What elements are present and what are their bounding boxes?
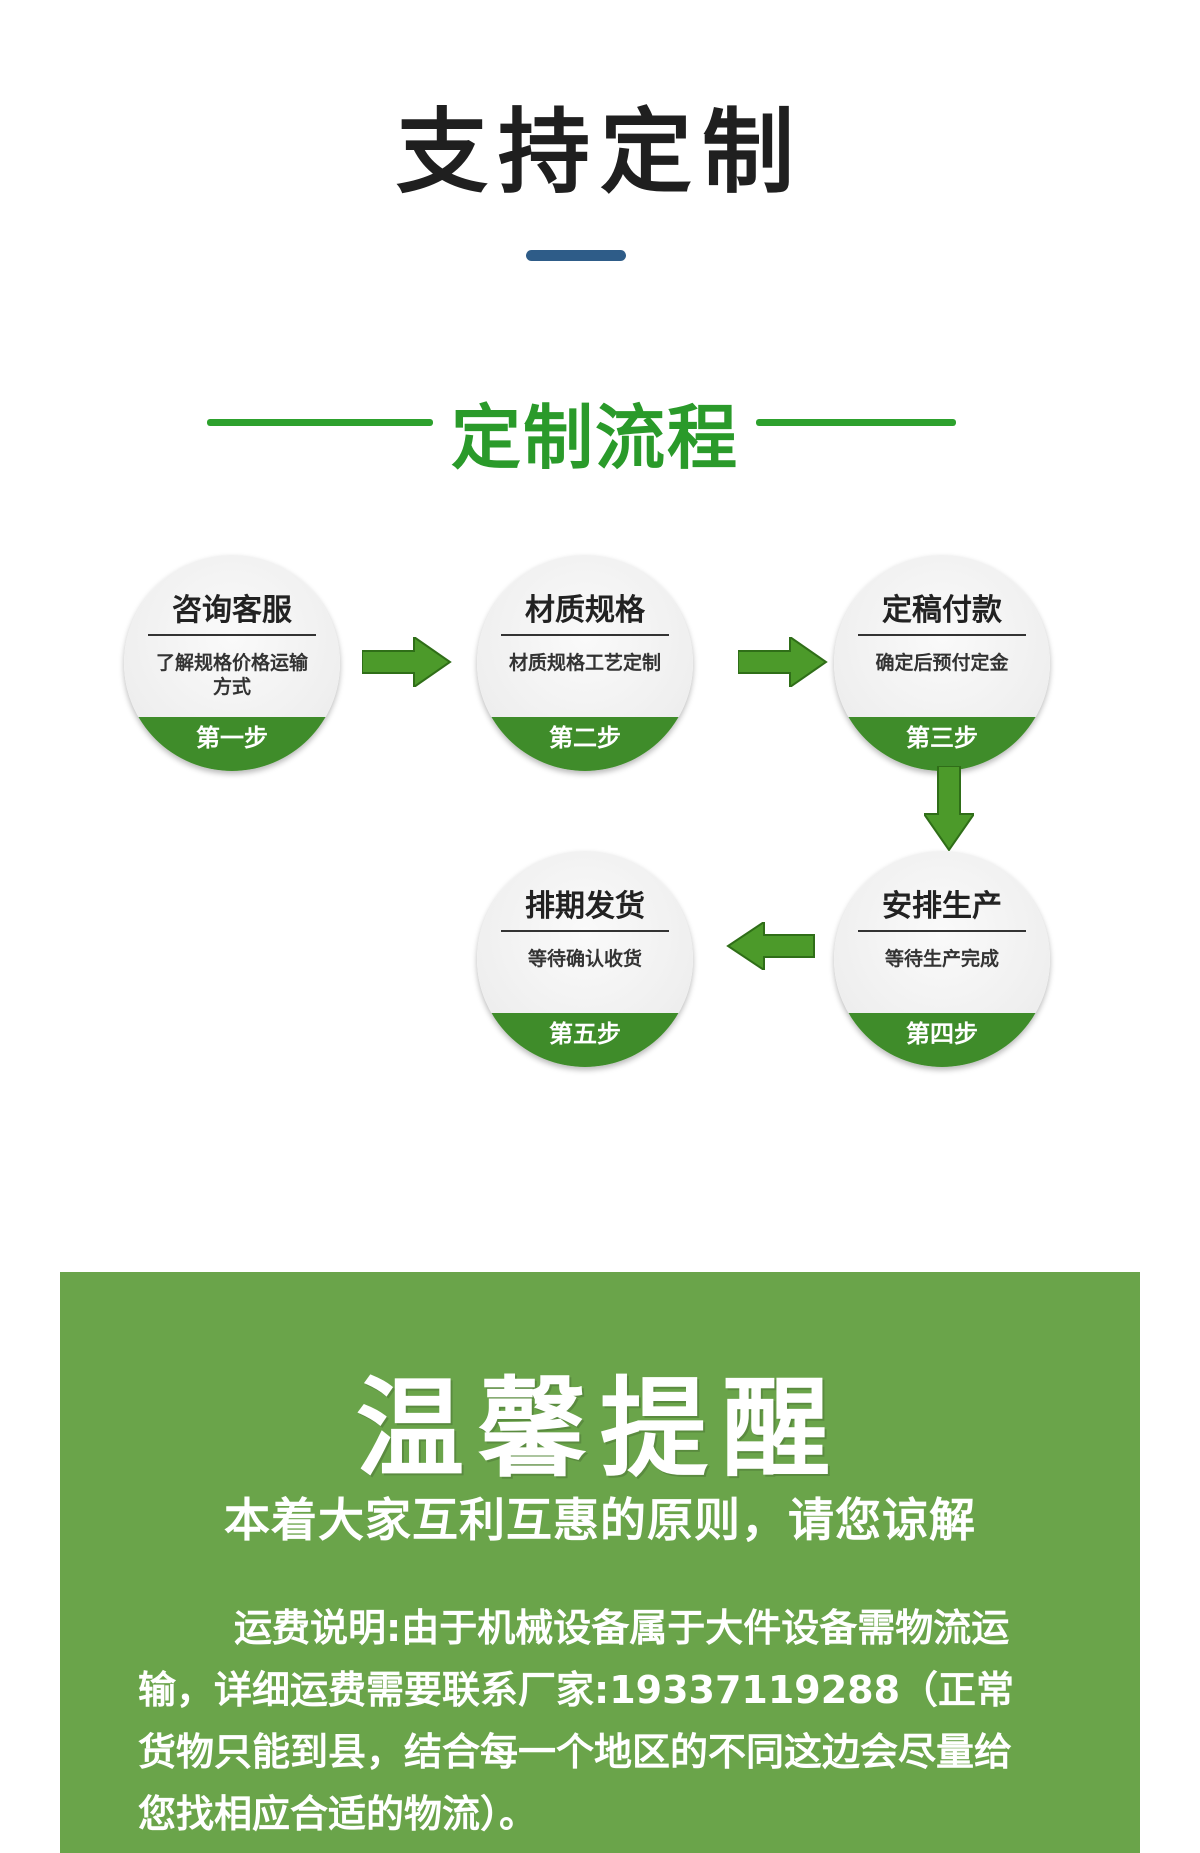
notice-panel: 温馨提醒 本着大家互利互惠的原则，请您谅解 运费说明:由于机械设备属于大件设备需… bbox=[60, 1272, 1140, 1853]
arrow-right-icon bbox=[738, 637, 828, 687]
step-3-divider bbox=[858, 634, 1026, 636]
step-4-title: 安排生产 bbox=[882, 889, 1002, 924]
step-2-title: 材质规格 bbox=[525, 593, 645, 628]
page-title: 支持定制 bbox=[395, 99, 804, 206]
step-2-desc: 材质规格工艺定制 bbox=[508, 652, 661, 674]
step-5-circle: 排期发货 等待确认收货 第五步 bbox=[477, 851, 693, 1067]
arrow-left-icon bbox=[726, 922, 815, 970]
step-3-desc: 确定后预付定金 bbox=[875, 652, 1009, 674]
notice-subtitle: 本着大家互利互惠的原则，请您谅解 bbox=[224, 1493, 976, 1547]
step-5-divider bbox=[501, 930, 669, 932]
process-header: 定制流程 bbox=[0, 382, 1200, 479]
step-2-divider bbox=[501, 634, 669, 636]
process-title: 定制流程 bbox=[451, 397, 739, 479]
step-1-title: 咨询客服 bbox=[172, 593, 292, 628]
arrow-right-icon bbox=[362, 637, 452, 687]
step-5-title: 排期发货 bbox=[525, 889, 645, 924]
step-1-circle: 咨询客服 了解规格价格运输方式 第一步 bbox=[124, 555, 340, 771]
step-3-circle: 定稿付款 确定后预付定金 第三步 bbox=[834, 555, 1050, 771]
header-line-left bbox=[207, 419, 433, 426]
step-1-divider bbox=[148, 634, 316, 636]
step-4-band: 第四步 bbox=[834, 1013, 1050, 1067]
step-4-desc: 等待生产完成 bbox=[884, 948, 999, 970]
step-4-circle: 安排生产 等待生产完成 第四步 bbox=[834, 851, 1050, 1067]
step-5-desc: 等待确认收货 bbox=[527, 948, 642, 970]
step-4-divider bbox=[858, 930, 1026, 932]
header-line-right bbox=[756, 419, 956, 426]
step-3-title: 定稿付款 bbox=[882, 593, 1002, 628]
step-1-desc: 了解规格价格运输方式 bbox=[155, 652, 308, 698]
title-underline bbox=[526, 250, 626, 261]
step-5-band: 第五步 bbox=[477, 1013, 693, 1067]
shipping-text: 由于机械设备属于大件设备需物流运输，详细运费需要联系厂家:19337119288… bbox=[138, 1606, 1015, 1836]
step-2-band: 第二步 bbox=[477, 717, 693, 771]
notice-title: 温馨提醒 bbox=[355, 1367, 844, 1492]
notice-body: 运费说明:由于机械设备属于大件设备需物流运输，详细运费需要联系厂家:193371… bbox=[138, 1597, 1038, 1845]
shipping-label: 运费说明: bbox=[234, 1606, 402, 1650]
arrow-down-icon bbox=[924, 766, 974, 851]
step-3-band: 第三步 bbox=[834, 717, 1050, 771]
step-1-band: 第一步 bbox=[124, 717, 340, 771]
step-2-circle: 材质规格 材质规格工艺定制 第二步 bbox=[477, 555, 693, 771]
